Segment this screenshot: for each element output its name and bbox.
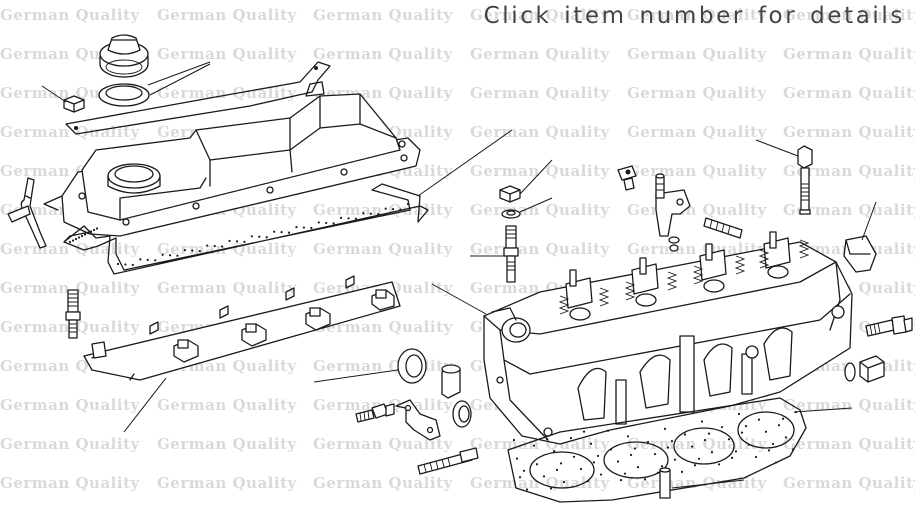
- seal-ring-icon[interactable]: [501, 209, 521, 219]
- valve-cover-icon[interactable]: [43, 81, 421, 237]
- leader-line: [519, 197, 553, 213]
- stud-icon[interactable]: [65, 289, 81, 339]
- double-stud-icon[interactable]: [417, 447, 479, 475]
- oil-filler-cap-icon[interactable]: [99, 34, 149, 78]
- plug-icon[interactable]: [441, 364, 461, 399]
- leader-line: [861, 201, 877, 241]
- hose-icon[interactable]: [7, 177, 47, 249]
- valve-springs: [558, 239, 810, 315]
- leader-line: [41, 85, 67, 103]
- leader-line: [313, 369, 399, 383]
- double-stud-icon[interactable]: [703, 217, 743, 239]
- cover-cap-icon[interactable]: [843, 235, 877, 273]
- gasket-icon[interactable]: [65, 61, 331, 135]
- union-screw-icon[interactable]: [617, 165, 637, 191]
- nipple-icon[interactable]: [655, 173, 665, 199]
- seal-ring-icon[interactable]: [844, 362, 856, 382]
- baffle-plate-icon[interactable]: [83, 275, 401, 381]
- bracket-icon[interactable]: [395, 399, 441, 441]
- leader-line: [519, 159, 553, 195]
- bolt-icon[interactable]: [355, 403, 395, 423]
- dowel-icon[interactable]: [659, 467, 671, 499]
- hex-nut-icon[interactable]: [499, 185, 521, 203]
- gasket-perforations: [68, 202, 410, 267]
- leader-line: [147, 61, 211, 86]
- gasket-icon[interactable]: [63, 183, 429, 275]
- stud-icon[interactable]: [503, 225, 519, 283]
- sender-icon[interactable]: [865, 315, 913, 337]
- cylinder-head-icon[interactable]: [483, 231, 853, 445]
- leader-line: [123, 377, 167, 433]
- screw-plug-icon[interactable]: [859, 355, 885, 383]
- leader-line: [755, 139, 799, 157]
- leader-line: [431, 283, 487, 315]
- click-instruction-text: Click item number for details: [483, 3, 905, 29]
- head-gasket-perforations: [512, 411, 798, 491]
- seal-icon[interactable]: [397, 348, 427, 384]
- head-gasket-icon[interactable]: [507, 397, 807, 503]
- leader-line: [149, 63, 211, 96]
- leader-line: [671, 479, 745, 489]
- leader-line: [793, 407, 853, 413]
- sealing-cap-icon[interactable]: [452, 400, 472, 428]
- hex-nut-icon[interactable]: [63, 95, 85, 113]
- leader-line: [417, 129, 513, 197]
- head-bolt-icon[interactable]: [797, 145, 813, 215]
- seal-ring-icon[interactable]: [98, 83, 150, 107]
- flange-icon[interactable]: [655, 189, 691, 252]
